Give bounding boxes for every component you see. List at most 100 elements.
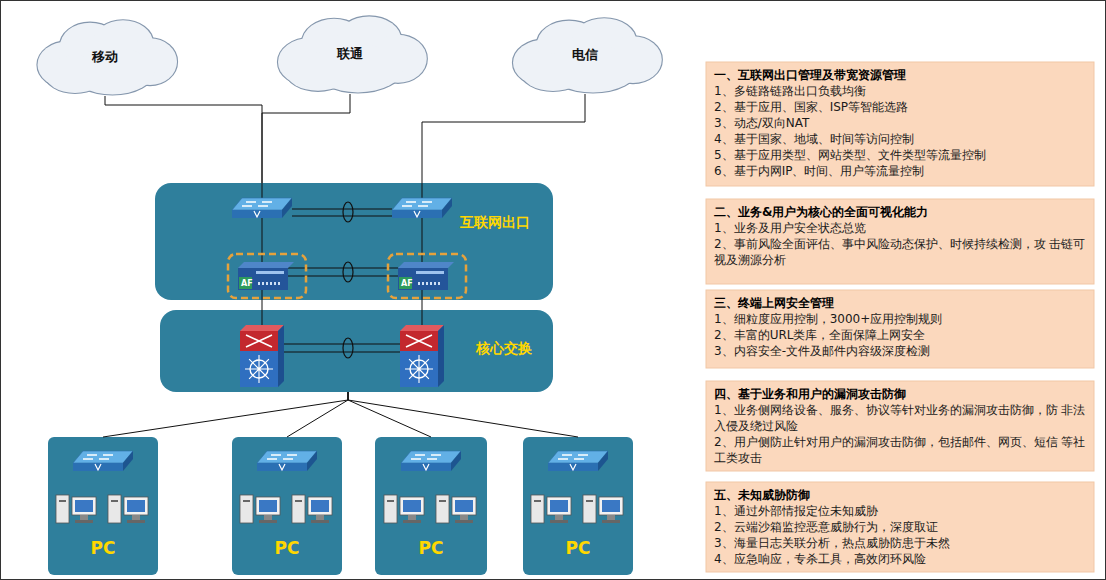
pc-tower <box>108 495 121 523</box>
core-top <box>400 325 444 331</box>
zone-label: 互联网出口 <box>460 214 530 232</box>
switch-front <box>73 463 123 471</box>
device-top <box>398 262 454 268</box>
zone-shape <box>155 183 553 300</box>
panel-shape <box>706 62 1094 186</box>
pc-screen <box>127 500 145 512</box>
cloud-shape <box>513 18 662 92</box>
switch-icon <box>548 451 608 471</box>
pc-base <box>259 520 277 523</box>
pc-box-shape <box>375 437 487 575</box>
core-upper <box>400 331 438 351</box>
computer-icon <box>56 495 96 523</box>
pc-label: PC <box>48 538 158 558</box>
panel-shape <box>706 482 1094 572</box>
device-port <box>258 282 260 285</box>
computer-icon <box>384 495 424 523</box>
pc-monitor <box>72 497 96 515</box>
device-top <box>238 262 294 268</box>
pc-drive <box>387 500 394 502</box>
switch-front <box>548 463 598 471</box>
feature-panel: 四、基于业务和用户的漏洞攻击防御1、业务侧网络设备、服务、协议等针对业务的漏洞攻… <box>706 381 1094 471</box>
device-logo-bar <box>256 271 284 274</box>
feature-panel: 一、互联网出口管理及带宽资源管理1、多链路链路出口负载均衡2、基于应用、国家、I… <box>706 62 1094 186</box>
highlight-frame <box>228 254 306 298</box>
switch-icon <box>257 451 317 471</box>
pc-label: PC <box>232 538 342 558</box>
panel-item: 1、业务侧网络设备、服务、协议等针对业务的漏洞攻击防御，防 非法入侵及绕过风险 <box>714 402 1086 434</box>
computer-icon <box>583 495 623 523</box>
device-port <box>434 282 436 285</box>
pc-base <box>403 520 421 523</box>
pc-tower <box>240 495 253 523</box>
wire <box>422 290 423 325</box>
core-side <box>278 325 284 387</box>
pc-base <box>550 520 568 523</box>
pc-tower <box>583 495 596 523</box>
zone-label: 核心交换 <box>476 340 532 358</box>
switch-side <box>451 451 461 471</box>
device-port <box>270 282 272 285</box>
device-port <box>418 282 420 285</box>
firewall-icon <box>388 254 466 298</box>
switch-side <box>282 198 292 218</box>
pc-drive <box>534 500 541 502</box>
panel-shape <box>706 199 1094 284</box>
switch-top <box>232 198 292 210</box>
link-line <box>103 392 348 437</box>
panel-item: 2、基于应用、国家、ISP等智能选路 <box>714 99 1086 115</box>
switch-side <box>123 451 133 471</box>
wire <box>262 218 263 262</box>
panel-shape <box>706 290 1094 368</box>
switch-top <box>548 451 608 463</box>
computer-icon <box>292 495 332 523</box>
link-bundle <box>343 262 353 282</box>
panel-item: 5、基于应用类型、网站类型、文件类型等流量控制 <box>714 147 1086 163</box>
panel-item: 1、多链路链路出口负载均衡 <box>714 83 1086 99</box>
pc-screen <box>311 500 329 512</box>
panel-item: 3、内容安全-文件及邮件内容级深度检测 <box>714 343 1086 359</box>
device-port <box>262 282 264 285</box>
core-star <box>245 355 273 383</box>
computer-icon <box>531 495 571 523</box>
panel-item: 1、业务及用户安全状态总览 <box>714 220 1086 236</box>
switch-icon <box>73 451 133 471</box>
pc-drive <box>59 500 66 502</box>
pc-monitor <box>124 497 148 515</box>
pc-stand <box>555 515 563 520</box>
wire <box>284 344 400 345</box>
link-line <box>348 392 431 437</box>
switch-top <box>257 451 317 463</box>
switch-front <box>232 210 282 218</box>
pc-monitor <box>547 497 571 515</box>
pc-stand <box>408 515 416 520</box>
firewall-icon <box>228 254 306 298</box>
pc-monitor <box>308 497 332 515</box>
highlight-frame <box>388 254 466 298</box>
switch-arrows <box>558 455 588 459</box>
core-arrows <box>406 335 432 347</box>
device-badge-tile <box>239 277 252 289</box>
feature-panel: 五、未知威胁防御1、通过外部情报定位未知威胁2、云端沙箱监控恶意威胁行为，深度取… <box>706 482 1094 572</box>
pc-box-shape <box>48 437 158 575</box>
core-star <box>405 355 433 383</box>
pc-box-shape <box>523 437 633 575</box>
panel-item: 3、动态/双向NAT <box>714 115 1086 131</box>
cloud-shape <box>278 16 427 92</box>
device-body <box>398 268 448 290</box>
feature-panel: 二、业务&用户为核心的全面可视化能力1、业务及用户安全状态总览2、事前风险全面评… <box>706 199 1094 284</box>
panel-heading: 三、终端上网安全管理 <box>714 295 1086 311</box>
pc-label: PC <box>375 538 487 558</box>
wire <box>262 183 263 198</box>
switch-icon <box>232 198 292 218</box>
pc-group-box: PC <box>232 437 342 575</box>
pc-stand <box>80 515 88 520</box>
switch-side <box>598 451 608 471</box>
pc-screen <box>550 500 568 512</box>
pc-stand <box>607 515 615 520</box>
wire <box>292 209 392 210</box>
panel-item: 2、丰富的URL类库，全面保障上网安全 <box>714 327 1086 343</box>
panel-item: 1、通过外部情报定位未知威胁 <box>714 503 1086 519</box>
link-line <box>262 94 350 183</box>
